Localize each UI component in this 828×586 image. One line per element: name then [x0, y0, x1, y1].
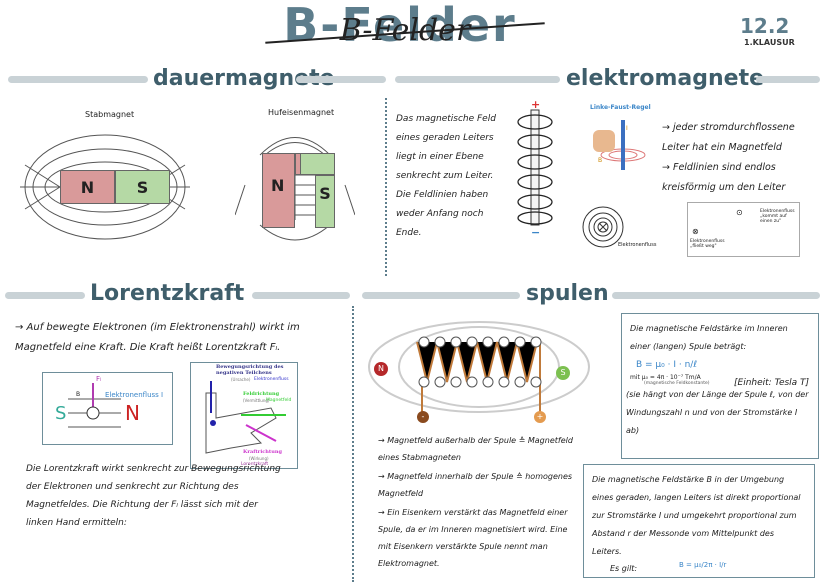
north-pole: N: [60, 170, 115, 204]
dot-icon: ⊙: [736, 208, 743, 217]
plus-sign: +: [531, 98, 541, 111]
force-extra: Lorentzkraft: [241, 462, 269, 467]
coil-north: N: [374, 362, 388, 376]
divider: [395, 76, 560, 83]
rule-field: B: [598, 157, 603, 164]
divider: [756, 76, 820, 83]
divider: [362, 292, 520, 299]
box2-text: Die magnetische Feldstärke B in der Umge…: [592, 475, 801, 556]
box1-unit: [Einheit: Tesla T]: [734, 378, 810, 388]
force-sub: (Wirkung): [249, 456, 269, 461]
coil-south: S: [556, 366, 570, 380]
divider: [8, 76, 148, 83]
box1-formula: B = μ₀ · I · n/ℓ: [636, 360, 698, 370]
horseshoe-north: N: [262, 153, 295, 228]
coil-field-strength-box: Die magnetische Feldstärke im Inneren ei…: [621, 313, 819, 459]
crossed-title: B-Felder: [255, 16, 555, 46]
cross-icon: ⊗: [692, 227, 699, 236]
dotted-separator: [352, 306, 354, 582]
horseshoe-magnet-field-diagram: [235, 137, 355, 241]
coil-bullet: → Magnetfeld außerhalb der Spule ≙ Magne…: [378, 436, 573, 462]
divider: [612, 292, 820, 299]
south-pole: S: [115, 170, 170, 204]
lorentz-diagram: Fₗ B Elektronenfluss I S N: [42, 372, 173, 445]
heading-elektromagnete: elektromagnete: [566, 66, 765, 91]
box1-text: Die magnetische Feldstärke im Inneren ei…: [630, 324, 788, 351]
field-extra: Magnetfeld: [266, 398, 292, 403]
rule-label: Linke-Faust-Regel: [590, 104, 651, 111]
conductor-field-strength-box: Die magnetische Feldstärke B in der Umge…: [583, 464, 815, 578]
label-stabmagnet: Stabmagnet: [85, 110, 135, 119]
divider: [296, 76, 386, 83]
rule-current: I: [626, 125, 628, 132]
box1-dependency: (sie hängt von der Länge der Spule ℓ, vo…: [626, 390, 809, 435]
exam-label: 1.KLAUSUR: [744, 38, 795, 47]
coil-plus: +: [534, 411, 546, 423]
coil-field-diagram: [368, 321, 590, 422]
left-hand-rule-diagram: Bewegungsrichtung des negativen Teilchen…: [190, 362, 298, 469]
horseshoe-arm: [300, 153, 335, 175]
left-fist-rule-icon: [593, 120, 646, 170]
concentric-field-icon: [582, 206, 624, 248]
field-direction: Feldrichtung: [243, 391, 280, 397]
straight-conductor-field-diagram: [517, 109, 553, 226]
motion-label: Bewegungsrichtung des negativen Teilchen…: [216, 364, 284, 376]
lorentz-text: Die Lorentzkraft wirkt senkrecht zur Bew…: [26, 464, 281, 528]
electromagnet-bullet: → jeder stromdurchflossene Leiter hat ei…: [662, 122, 795, 153]
minus-sign: −: [531, 226, 541, 239]
box2-es-gilt: Es gilt:: [610, 564, 638, 573]
divider: [252, 292, 350, 299]
box1-mu: mit μ₀ = 4π · 10⁻⁷ Tm/A: [630, 374, 701, 381]
force-direction: Kraftrichtung: [243, 449, 282, 455]
north-label: N: [125, 401, 140, 425]
chapter-number: 12.2: [740, 14, 790, 38]
motion-flow: Elektronenfluss: [254, 377, 289, 382]
divider: [5, 292, 85, 299]
force-label: Fₗ: [96, 375, 102, 383]
dotted-separator: [385, 98, 387, 276]
south-label: S: [55, 403, 67, 424]
box-in-label: Elektronenfluss „fließt weg": [690, 239, 725, 249]
heading-spulen: spulen: [526, 281, 609, 306]
field-sub: (Vermittlung): [243, 398, 270, 403]
circle-label: Elektronenfluss: [618, 242, 657, 248]
box2-formula: B = μ₀/2π · I/r: [679, 561, 727, 569]
horseshoe-south: S: [315, 175, 335, 228]
field-label: B: [76, 391, 81, 398]
coil-minus: -: [417, 411, 429, 423]
coil-bullet: → Magnetfeld innerhalb der Spule ≙ homog…: [378, 472, 573, 498]
motion-sub: (Ursache): [231, 377, 251, 382]
conductor-field-text: Das magnetische Feld eines geraden Leite…: [396, 114, 496, 238]
label-hufeisenmagnet: Hufeisenmagnet: [268, 108, 335, 117]
coil-bullet: → Ein Eisenkern verstärkt das Magnetfeld…: [378, 508, 568, 568]
box-out-label: Elektronenfluss „kommt auf einen zu": [760, 209, 795, 224]
box1-mu-note: (magnetische Feldkonstante): [644, 381, 710, 386]
lorentz-intro: → Auf bewegte Elektronen (im Elektronens…: [15, 322, 300, 353]
heading-lorentzkraft: Lorentzkraft: [90, 281, 245, 306]
flow-label: Elektronenfluss I: [105, 391, 164, 399]
current-direction-box: ⊗ ⊙ Elektronenfluss „fließt weg" Elektro…: [687, 202, 800, 257]
electromagnet-bullet: → Feldlinien sind endlos kreisförmig um …: [662, 162, 786, 193]
